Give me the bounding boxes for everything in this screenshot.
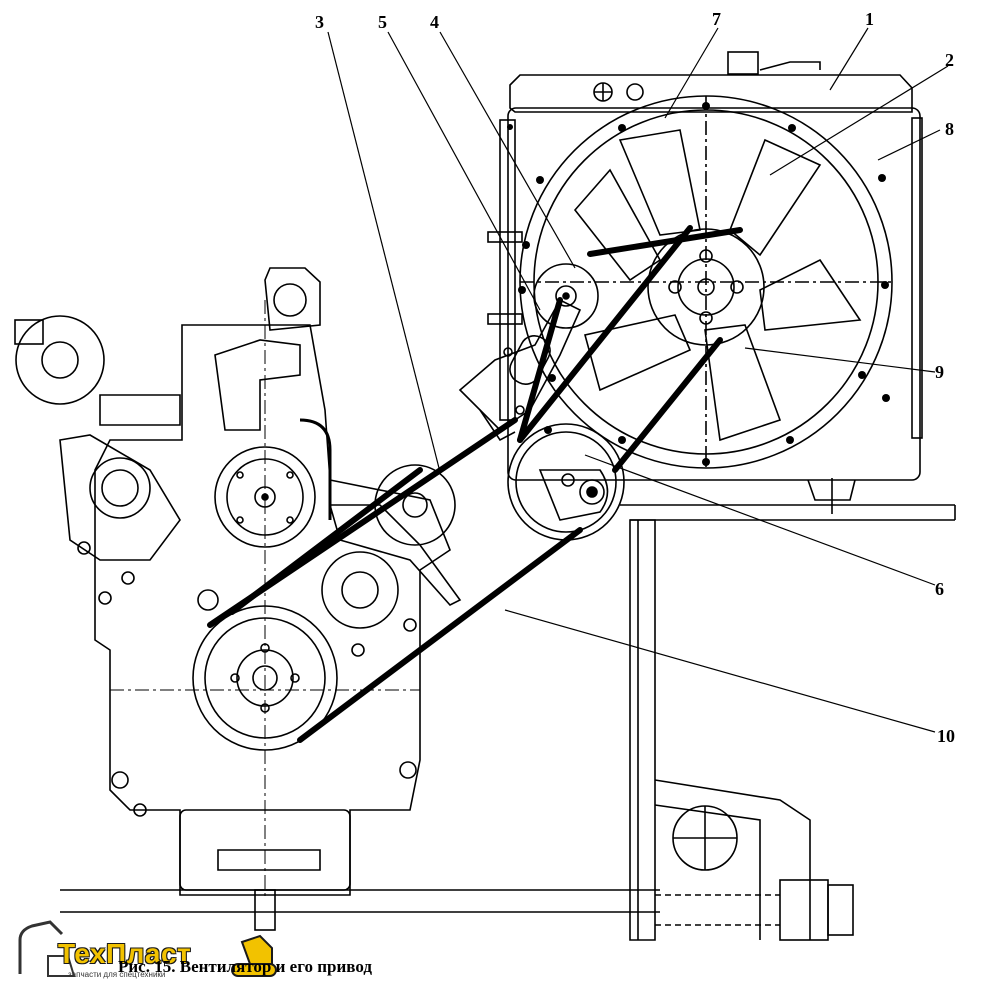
callout-9: 9 — [935, 362, 944, 382]
callout-7: 7 — [712, 9, 721, 29]
techplast-logo: ТехПласт запчасти для спецтехники — [10, 912, 280, 988]
callout-8: 8 — [945, 119, 954, 139]
excavator-icon — [18, 920, 277, 977]
frame — [60, 504, 956, 941]
callout-1: 1 — [865, 9, 874, 29]
callout-3: 3 — [315, 12, 324, 32]
callout-leaders — [327, 27, 949, 733]
drive-belts — [207, 225, 743, 743]
callout-6: 6 — [935, 579, 944, 599]
radiator — [487, 51, 923, 514]
logo-tagline: запчасти для спецтехники — [68, 970, 166, 979]
fan — [519, 95, 893, 469]
figure-caption: Рис. 15. Вентилятор и его привод — [118, 957, 372, 976]
idler-pulley — [507, 423, 625, 541]
callout-4: 4 — [430, 12, 439, 32]
engine-block — [14, 267, 462, 900]
callout-10: 10 — [937, 726, 955, 746]
callout-2: 2 — [945, 50, 954, 70]
callout-5: 5 — [378, 12, 387, 32]
callout-numbers: 1 2 3 4 5 6 7 8 9 10 — [315, 9, 955, 746]
logo-brand: ТехПласт — [58, 938, 192, 969]
